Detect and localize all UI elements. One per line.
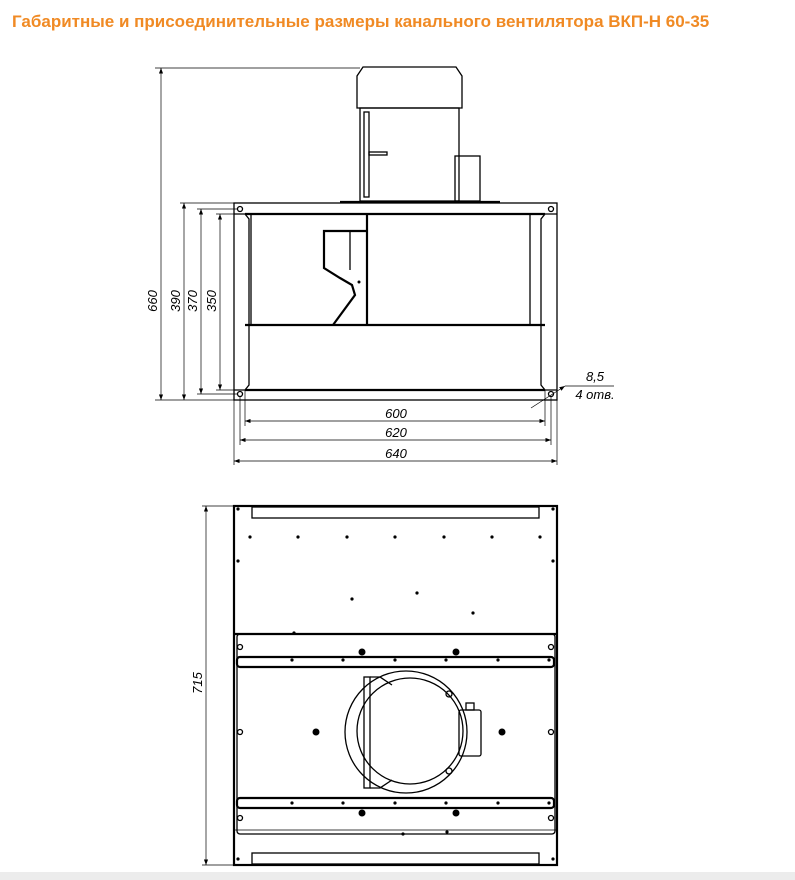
- strip-upper: [235, 655, 556, 669]
- footer-bar: [0, 872, 795, 880]
- mounting-holes: [236, 205, 555, 398]
- dim-370: 370: [185, 289, 200, 311]
- rivet: [471, 611, 475, 615]
- rivet: [401, 832, 405, 836]
- rivet: [393, 801, 397, 805]
- top-rail: [251, 506, 540, 519]
- rivet: [547, 801, 551, 805]
- rivet: [415, 591, 419, 595]
- terminal-box-top: [458, 709, 482, 757]
- dim-390: 390: [168, 289, 183, 311]
- top-view: 715: [190, 504, 559, 867]
- rivet: [551, 507, 555, 511]
- vertical-dimension-715: 715: [190, 505, 234, 866]
- motor-flange-ring: [344, 670, 468, 794]
- rivet: [442, 535, 446, 539]
- rivet: [290, 658, 294, 662]
- rivet: [292, 631, 296, 635]
- rivet: [236, 857, 240, 861]
- dim-660: 660: [145, 289, 160, 311]
- rivet: [341, 801, 345, 805]
- rivet: [236, 507, 240, 511]
- dim-620: 620: [385, 425, 407, 440]
- rivet: [547, 658, 551, 662]
- hole-diameter: 8,5: [586, 369, 605, 384]
- flange-right: [540, 213, 557, 391]
- motor-circle: [356, 677, 464, 785]
- mount-bolt: [452, 648, 460, 656]
- motor-top: [344, 670, 482, 794]
- screw-hole: [547, 728, 555, 736]
- flange-outer: [233, 202, 558, 401]
- dim-715: 715: [190, 671, 205, 693]
- front-view: 660 390 370 350 600 620 640 8,5 4 отв.: [145, 66, 615, 465]
- rivet: [345, 535, 349, 539]
- rivet: [341, 658, 345, 662]
- screw-hole: [236, 728, 244, 736]
- dim-640: 640: [385, 446, 407, 461]
- dim-600: 600: [385, 406, 407, 421]
- screw-hole: [236, 814, 244, 822]
- rivet: [444, 658, 448, 662]
- rivet: [393, 658, 397, 662]
- mount-bolt: [358, 809, 366, 817]
- mount-bolt: [312, 728, 320, 736]
- motor: [340, 66, 500, 204]
- mount-bolt: [358, 648, 366, 656]
- flange-left: [234, 213, 250, 391]
- rivet: [444, 801, 448, 805]
- mount-bolt: [498, 728, 506, 736]
- rivet: [551, 559, 555, 563]
- rivet: [290, 801, 294, 805]
- rivet: [551, 857, 555, 861]
- hole-callout: 8,5 4 отв.: [530, 369, 615, 409]
- hole-count: 4 отв.: [575, 387, 614, 402]
- motor-bracket: [363, 676, 371, 789]
- fan-housing: [322, 229, 367, 326]
- housing-outline: [232, 504, 559, 867]
- bottom-rail: [251, 852, 540, 865]
- motor-slot: [363, 111, 370, 198]
- strip-lower: [235, 796, 556, 810]
- vertical-dimensions: 660 390 370 350: [145, 67, 360, 401]
- motor-fan-cap: [356, 66, 463, 109]
- rivet: [496, 801, 500, 805]
- rivet: [296, 535, 300, 539]
- horizontal-dimensions: 600 620 640: [233, 390, 558, 465]
- rivet: [236, 559, 240, 563]
- rivet: [350, 597, 354, 601]
- motor-plate: [236, 633, 556, 835]
- screw-hole: [236, 643, 244, 651]
- rivet: [496, 658, 500, 662]
- screw-hole: [547, 814, 555, 822]
- rivet: [393, 535, 397, 539]
- rivets: [236, 507, 555, 861]
- motor-tab: [368, 151, 388, 156]
- dim-350: 350: [204, 289, 219, 311]
- rivet: [248, 535, 252, 539]
- page-title: Габаритные и присоединительные размеры к…: [12, 12, 710, 31]
- rivet: [445, 830, 449, 834]
- rivet: [490, 535, 494, 539]
- mount-bolt: [452, 809, 460, 817]
- rivet: [538, 535, 542, 539]
- screw-hole: [547, 643, 555, 651]
